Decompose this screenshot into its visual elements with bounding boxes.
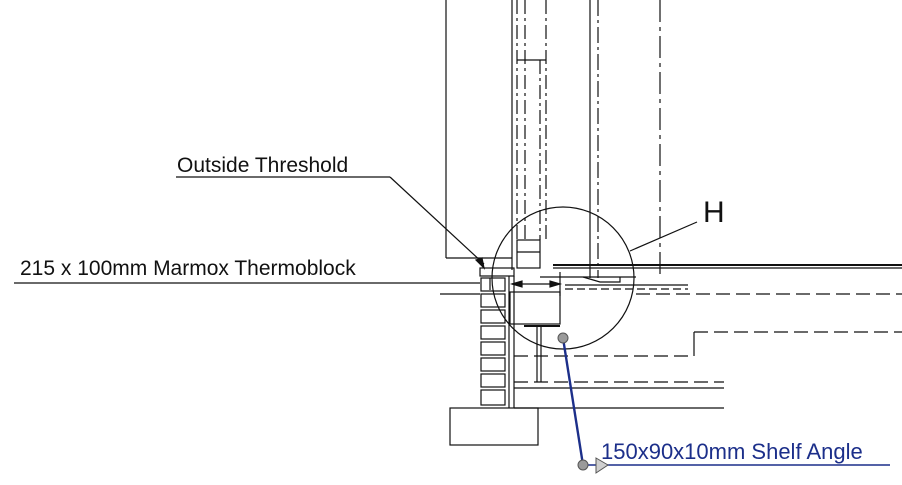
foundation (449, 407, 539, 446)
shelf-angle-box (509, 291, 561, 325)
detail-callout-circle (491, 206, 635, 350)
outside-threshold-label: Outside Threshold (177, 154, 349, 177)
leader-arrowhead (474, 257, 485, 270)
shelf-angle-callout[interactable] (557, 332, 890, 474)
outside-threshold-leader (389, 176, 485, 265)
thermoblock-brick (480, 373, 506, 388)
threshold-block (516, 239, 541, 269)
thermoblock-brick (480, 389, 506, 406)
dimension-arrow (549, 280, 563, 288)
dimension-arrow (509, 280, 523, 288)
thermoblock-brick (480, 341, 506, 356)
grip-handle[interactable] (557, 332, 569, 344)
thermoblock-brick (480, 293, 506, 308)
thermoblock-label: 215 x 100mm Marmox Thermoblock (20, 257, 356, 280)
thermoblock-brick (480, 357, 506, 372)
detail-callout-leader (629, 221, 698, 252)
thermoblock-brick (480, 309, 506, 324)
grip-handle[interactable] (577, 459, 589, 471)
shelf-angle-leader[interactable] (561, 337, 585, 466)
shelf-angle-label[interactable]: 150x90x10mm Shelf Angle (601, 439, 863, 464)
detail-marker-label: H (703, 196, 725, 229)
floor-step (582, 276, 621, 283)
thermoblock-brick (480, 325, 506, 340)
outside-threshold (479, 267, 515, 277)
grip-arrow[interactable] (595, 457, 609, 474)
